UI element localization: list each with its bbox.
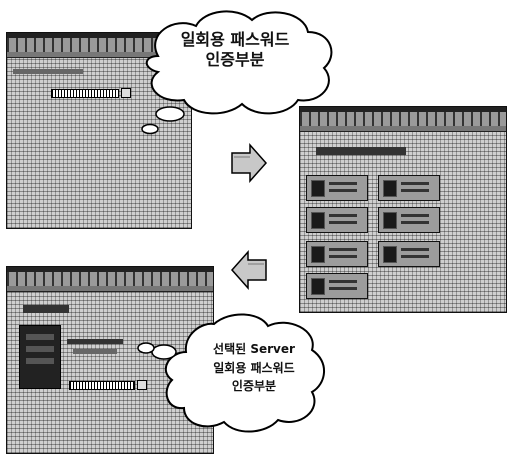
browser-toolbar — [300, 112, 506, 127]
password-field[interactable] — [51, 89, 119, 98]
server-icon — [383, 246, 397, 263]
bottom-callout-line2: 일회용 패스워드 — [213, 360, 295, 375]
top-callout-line1: 일회용 패스워드 — [180, 30, 290, 49]
server-tile[interactable] — [306, 207, 368, 233]
server-tile[interactable] — [378, 207, 440, 233]
address-bar — [7, 286, 213, 292]
window-titlebar — [7, 267, 213, 272]
bottom-callout-line3: 인증부분 — [231, 379, 277, 394]
server-name-bar — [67, 339, 123, 344]
server-tile[interactable] — [378, 241, 440, 267]
server-icon — [383, 180, 397, 197]
server-tile[interactable] — [306, 175, 368, 201]
window-titlebar — [300, 107, 506, 112]
top-callout-text: 일회용 패스워드 인증부분 — [150, 30, 320, 70]
server-tile[interactable] — [306, 273, 368, 299]
server-icon — [311, 278, 325, 295]
address-bar — [7, 52, 191, 58]
page-heading-bar — [13, 69, 83, 74]
server-icon — [383, 212, 397, 229]
server-image — [19, 325, 61, 389]
page-heading-bar — [23, 305, 69, 313]
server-icon — [311, 246, 325, 263]
arrow-left-icon — [230, 250, 267, 290]
bottom-callout-line1: 선택된 Server — [213, 342, 295, 356]
arrow-right-icon — [231, 143, 268, 183]
server-tile[interactable] — [306, 241, 368, 267]
server-icon — [311, 180, 325, 197]
browser-toolbar — [7, 272, 213, 287]
server-list-window-screenshot — [299, 106, 507, 313]
server-list-heading — [316, 147, 406, 155]
address-bar — [300, 126, 506, 132]
submit-button[interactable] — [121, 88, 131, 98]
window-titlebar — [7, 33, 191, 38]
top-callout-line2: 인증부분 — [205, 50, 265, 69]
server-tile[interactable] — [378, 175, 440, 201]
bottom-callout-text: 선택된 Server 일회용 패스워드 인증부분 — [184, 340, 324, 396]
bottom-callout-cloud — [137, 313, 325, 433]
password-field[interactable] — [69, 381, 135, 390]
top-callout-cloud — [141, 10, 333, 135]
server-desc-bar — [73, 349, 117, 354]
server-icon — [311, 212, 325, 229]
submit-button[interactable] — [137, 380, 147, 390]
